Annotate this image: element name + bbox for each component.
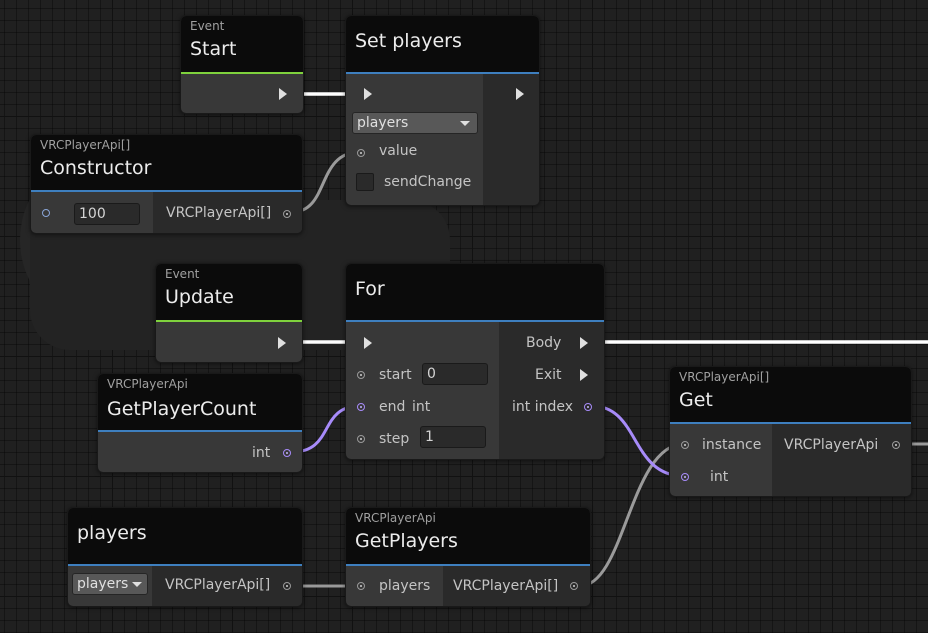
get-node[interactable]: VRCPlayerApi[] Get instance int VRCPlaye… <box>669 366 912 497</box>
start-input[interactable]: 0 <box>422 363 488 385</box>
output-type-label: VRCPlayerApi <box>784 437 879 453</box>
constructor-node[interactable]: VRCPlayerApi[] Constructor 100 VRCPlayer… <box>30 134 303 234</box>
exit-flow-output-arrow-icon[interactable] <box>580 369 588 381</box>
node-title: GetPlayers <box>355 530 458 552</box>
array-output-port[interactable] <box>570 582 578 590</box>
node-title: For <box>355 278 385 300</box>
sendchange-label: sendChange <box>384 174 472 190</box>
array-output-port[interactable] <box>283 582 291 590</box>
int-label: int <box>710 469 729 485</box>
get-players-node[interactable]: VRCPlayerApi GetPlayers players VRCPlaye… <box>345 507 591 607</box>
sendchange-checkbox[interactable] <box>356 173 374 191</box>
node-subtitle: VRCPlayerApi[] <box>679 370 770 384</box>
size-input-port[interactable] <box>42 209 50 217</box>
body-flow-output-arrow-icon[interactable] <box>580 337 588 349</box>
set-players-node[interactable]: Set players players value sendChange <box>345 15 540 206</box>
step-input[interactable]: 1 <box>420 426 486 448</box>
size-input[interactable]: 100 <box>74 203 140 225</box>
node-title: Start <box>190 38 237 60</box>
chevron-down-icon <box>132 582 142 587</box>
int-output-port[interactable] <box>283 449 291 457</box>
chevron-down-icon <box>460 121 470 126</box>
variable-dropdown[interactable]: players <box>72 573 148 595</box>
start-input-port[interactable] <box>357 371 365 379</box>
flow-output-arrow-icon[interactable] <box>279 88 287 100</box>
for-loop-node[interactable]: For start 0 end int step 1 Body Exit int… <box>345 263 605 460</box>
node-title: Get <box>679 389 713 411</box>
players-input-port[interactable] <box>357 582 365 590</box>
players-variable-node[interactable]: players players VRCPlayerApi[] <box>67 507 303 607</box>
output-type-label: VRCPlayerApi[] <box>165 577 271 593</box>
start-event-node[interactable]: Event Start <box>180 15 304 114</box>
end-input-port[interactable] <box>357 403 365 411</box>
step-input-port[interactable] <box>357 435 365 443</box>
flow-output-arrow-icon[interactable] <box>516 88 524 100</box>
instance-input-port[interactable] <box>681 441 689 449</box>
exit-label: Exit <box>535 367 562 383</box>
output-type-label: VRCPlayerApi[] <box>166 205 272 221</box>
node-subtitle: Event <box>165 267 200 281</box>
players-input-label: players <box>379 578 431 594</box>
node-subtitle: VRCPlayerApi <box>355 511 436 525</box>
flow-output-arrow-icon[interactable] <box>278 337 286 349</box>
node-subtitle: VRCPlayerApi <box>107 377 188 391</box>
value-input-port[interactable] <box>357 149 365 157</box>
node-subtitle: VRCPlayerApi[] <box>40 138 131 152</box>
get-player-count-node[interactable]: VRCPlayerApi GetPlayerCount int <box>97 373 303 473</box>
step-label: step <box>379 431 410 447</box>
element-output-port[interactable] <box>892 441 900 449</box>
node-title: Constructor <box>40 157 152 179</box>
variable-dropdown[interactable]: players <box>352 112 478 134</box>
node-title: players <box>77 522 147 544</box>
flow-input-arrow-icon[interactable] <box>364 337 372 349</box>
index-label: int index <box>512 399 574 415</box>
flow-input-arrow-icon[interactable] <box>364 88 372 100</box>
node-title: Update <box>165 286 234 308</box>
index-input-port[interactable] <box>681 473 689 481</box>
index-output-port[interactable] <box>584 403 592 411</box>
instance-label: instance <box>702 437 762 453</box>
variable-dropdown-value: players <box>357 115 409 131</box>
node-title: GetPlayerCount <box>107 398 257 420</box>
node-subtitle: Event <box>190 19 225 33</box>
output-type-label: int <box>252 445 271 461</box>
variable-dropdown-value: players <box>77 576 129 592</box>
node-title: Set players <box>355 30 462 52</box>
body-label: Body <box>526 335 562 351</box>
end-type-label: int <box>412 399 431 415</box>
update-event-node[interactable]: Event Update <box>155 263 303 363</box>
array-output-port[interactable] <box>283 210 291 218</box>
start-label: start <box>379 367 412 383</box>
output-type-label: VRCPlayerApi[] <box>453 578 559 594</box>
end-label: end <box>379 399 406 415</box>
value-label: value <box>379 143 418 159</box>
